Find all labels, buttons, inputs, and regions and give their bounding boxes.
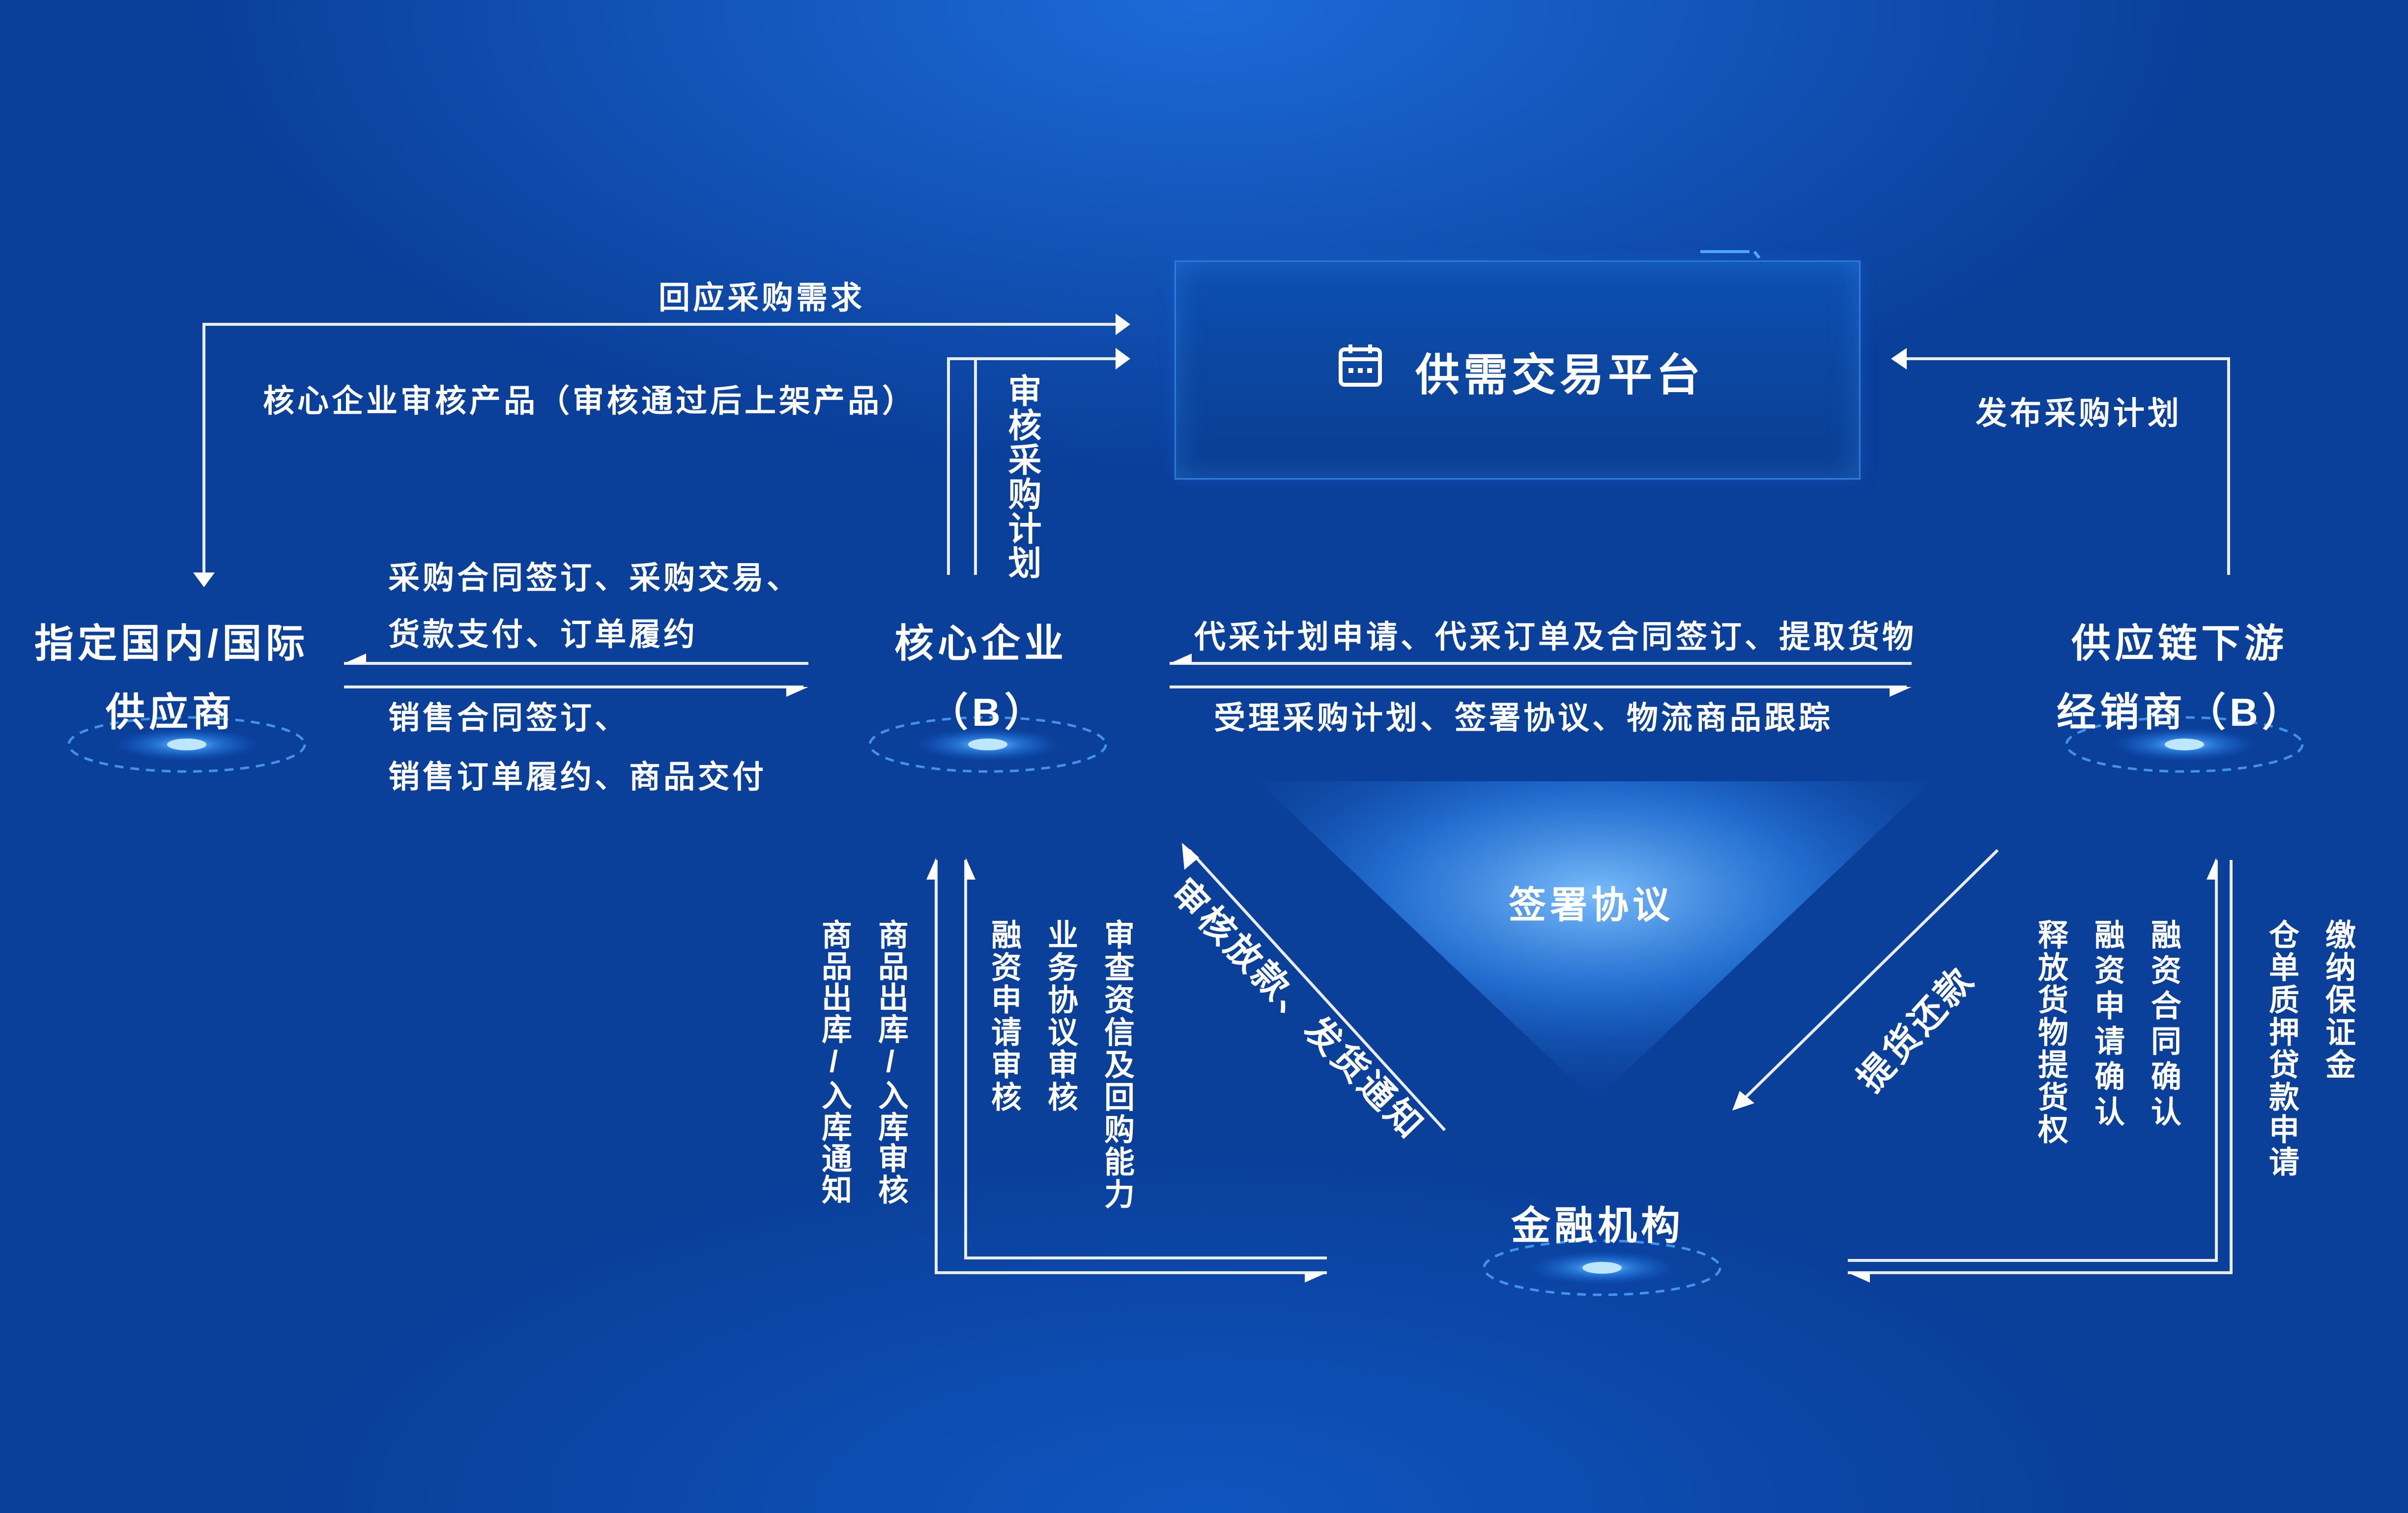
flow-pay-deposit: 缴纳保证金	[2321, 919, 2354, 1081]
flow-financing-review: 融资申请审核	[986, 919, 1020, 1113]
center-funnel	[1258, 781, 1931, 1101]
node-supplier-line1: 指定国内/国际	[34, 622, 309, 665]
flow-financing-confirm: 融资申请确认	[2090, 919, 2123, 1131]
node-core-line2: （B）	[929, 690, 1048, 734]
flow-warehouse-pledge: 仓单质押贷款申请	[2264, 919, 2298, 1178]
flow-review-plan: 审核采购计划	[1003, 373, 1040, 580]
node-distributor-line1: 供应链下游	[2071, 622, 2288, 665]
flow-sales-contract-line1: 销售合同签订、	[388, 700, 629, 736]
node-supplier-line2: 供应商	[106, 690, 235, 734]
flow-purchase-contract-line1: 采购合同签订、采购交易、	[388, 560, 801, 596]
flow-accept-plan: 受理采购计划、签署协议、物流商品跟踪	[1214, 700, 1833, 736]
node-finance: 金融机构	[1511, 1204, 1684, 1248]
connector-lines	[202, 323, 2233, 1274]
flow-contract-confirm: 融资合同确认	[2146, 919, 2180, 1131]
flow-sales-contract-line2: 销售订单履约、商品交付	[388, 759, 767, 795]
flow-purchase-contract-line2: 货款支付、订单履约	[388, 617, 698, 652]
flow-credit-review: 审查资信及回购能力	[1099, 919, 1133, 1211]
calendar-icon	[1339, 344, 1382, 387]
node-distributor-line2: 经销商（B）	[2057, 690, 2305, 734]
flow-release-goods: 释放货物提货权	[2033, 919, 2067, 1146]
flow-goods-inout-notice: 商品出库/入库通知	[817, 919, 851, 1205]
flow-goods-inout-review: 商品出库/入库审核	[873, 919, 907, 1205]
platform-deco	[1700, 250, 1761, 259]
flow-core-review-products: 核心企业审核产品（审核通过后上架产品）	[263, 383, 917, 419]
flow-respond-demand: 回应采购需求	[659, 280, 865, 315]
platform-box	[1175, 260, 1861, 480]
node-glows	[67, 716, 2304, 1296]
flow-business-review: 业务协议审核	[1043, 919, 1077, 1113]
platform-title: 供需交易平台	[1415, 351, 1704, 400]
flow-proxy-request: 代采计划申请、代采订单及合同签订、提取货物	[1194, 619, 1917, 655]
arrowheads	[193, 314, 2216, 1283]
center-label: 签署协议	[1509, 885, 1674, 926]
node-core-line1: 核心企业	[894, 622, 1067, 665]
flow-publish-plan: 发布采购计划	[1976, 396, 2182, 431]
